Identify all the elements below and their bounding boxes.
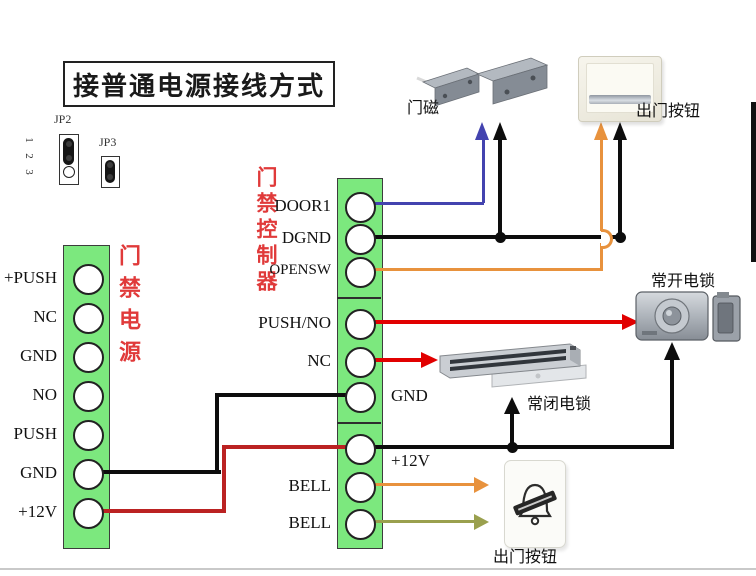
controller-block-divider (337, 297, 381, 299)
controller-terminal-label: DGND (281, 228, 331, 247)
exit-button-bottom-label: 出门按钮 (493, 549, 558, 566)
controller-block-divider (337, 422, 381, 424)
jp2-pin3-icon (63, 166, 75, 178)
wire-12v-out-black (670, 360, 674, 447)
no-lock-image (635, 291, 741, 342)
controller-terminal-label: PUSH/NO (258, 313, 331, 332)
wire-gnd-black (215, 393, 346, 397)
controller-terminal-label: +12V (391, 451, 430, 470)
wire-bell-orange (371, 483, 474, 486)
bell-icon (513, 483, 557, 526)
door-contact-image (416, 57, 549, 107)
power-terminal-label: +PUSH (3, 268, 57, 287)
diagram-title: 接普通电源接线方式 (63, 61, 335, 107)
wire-dgnd-black (618, 140, 622, 235)
power-terminal-label: PUSH (13, 424, 57, 443)
controller-terminal-label: DOOR1 (274, 196, 331, 215)
jp2-pin1-icon (65, 141, 72, 147)
wire-12v-red (97, 508, 226, 513)
exit-button-top-label: 出门按钮 (636, 103, 701, 120)
no-lock-label: 常开电锁 (651, 273, 716, 290)
terminal-bell2 (344, 508, 376, 540)
terminal-power-push (72, 419, 104, 451)
wire-crossover-hop (601, 229, 613, 249)
arrowhead-dgnd-to-exit-button (613, 122, 627, 140)
junction-dot (614, 231, 626, 243)
wire-opensw-orange (368, 268, 603, 271)
controller-terminal-label: BELL (288, 513, 332, 532)
wire-pushno-red (368, 319, 622, 324)
jp3-pin1-icon (106, 162, 113, 168)
jp2-pin2-icon (65, 155, 72, 161)
junction-dot (506, 441, 518, 453)
terminal-power-push-plus (72, 263, 104, 295)
exit-button-bottom-image (504, 460, 566, 548)
wire-opensw-orange (599, 243, 603, 270)
terminal-power-nc (72, 302, 104, 334)
wire-12v-red (222, 444, 226, 513)
arrowhead-bell-to-button (474, 477, 489, 493)
power-supply-title: 门禁电源 (116, 244, 141, 372)
wire-opensw-orange (599, 140, 603, 231)
wire-bell-olive (371, 520, 474, 523)
wire-gnd-black (215, 393, 219, 473)
wire-12v-out-black (371, 444, 674, 449)
terminal-power-gnd2 (72, 458, 104, 490)
wire-door1-blue (481, 140, 485, 203)
jp3-pin2-icon (106, 174, 113, 180)
wire-dgnd-black (498, 140, 502, 235)
controller-title: 门禁控制器 (254, 166, 278, 296)
wire-12v-red (222, 444, 346, 449)
arrowhead-12v-to-maglock (503, 397, 520, 414)
wire-nc-red (368, 357, 421, 362)
cropped-edge-line (751, 102, 756, 262)
power-terminal-label: GND (20, 346, 57, 365)
maglock-image (439, 343, 587, 388)
exit-button-top-image (578, 56, 662, 122)
jp3-jumper-cap (104, 159, 115, 183)
jp3-label: JP3 (99, 135, 117, 149)
exit-button-plate (586, 63, 654, 113)
terminal-door1 (344, 191, 376, 223)
jp2-pin2-number: 2 (22, 153, 35, 159)
arrowhead-dgnd-to-door-contact (493, 122, 507, 140)
terminal-dgnd (344, 223, 376, 255)
controller-terminal-label: OPENSW (269, 262, 331, 278)
arrowhead-opensw-to-exit-button (594, 122, 608, 140)
controller-terminal-label: NC (307, 351, 331, 370)
exit-button-bar (589, 95, 651, 104)
terminal-12v (344, 433, 376, 465)
wire-door1-blue (368, 201, 484, 205)
wire-12v-out-black (509, 414, 514, 445)
terminal-push-no (344, 308, 376, 340)
power-terminal-label: NO (32, 385, 57, 404)
arrowhead-bell2-to-button (474, 514, 489, 530)
arrowhead-nc-to-maglock (421, 351, 438, 368)
terminal-opensw (344, 256, 376, 288)
jp2-label: JP2 (54, 112, 72, 126)
terminal-gnd (344, 381, 376, 413)
power-terminal-label: +12V (18, 502, 57, 521)
terminal-power-no (72, 380, 104, 412)
terminal-power-12v (72, 497, 104, 529)
jp2-pin1-number: 1 (22, 137, 35, 143)
door-contact-label: 门磁 (407, 100, 440, 117)
maglock-label: 常闭电锁 (527, 396, 592, 413)
arrowhead-12v-to-no-lock (664, 342, 680, 360)
terminal-power-gnd1 (72, 341, 104, 373)
bottom-divider (0, 568, 756, 570)
terminal-nc (344, 346, 376, 378)
controller-terminal-label: BELL (288, 476, 332, 495)
junction-dot (494, 231, 506, 243)
arrowhead-pushno-to-no-lock (622, 313, 639, 330)
terminal-bell1 (344, 471, 376, 503)
jp2-jumper-cap (63, 138, 74, 165)
jp2-pin3-number: 3 (22, 169, 35, 175)
power-terminal-label: GND (20, 463, 57, 482)
arrowhead-door1-to-door-contact (474, 122, 489, 140)
controller-terminal-label: GND (391, 386, 428, 405)
power-terminal-label: NC (33, 307, 57, 326)
wire-gnd-black (97, 469, 221, 474)
